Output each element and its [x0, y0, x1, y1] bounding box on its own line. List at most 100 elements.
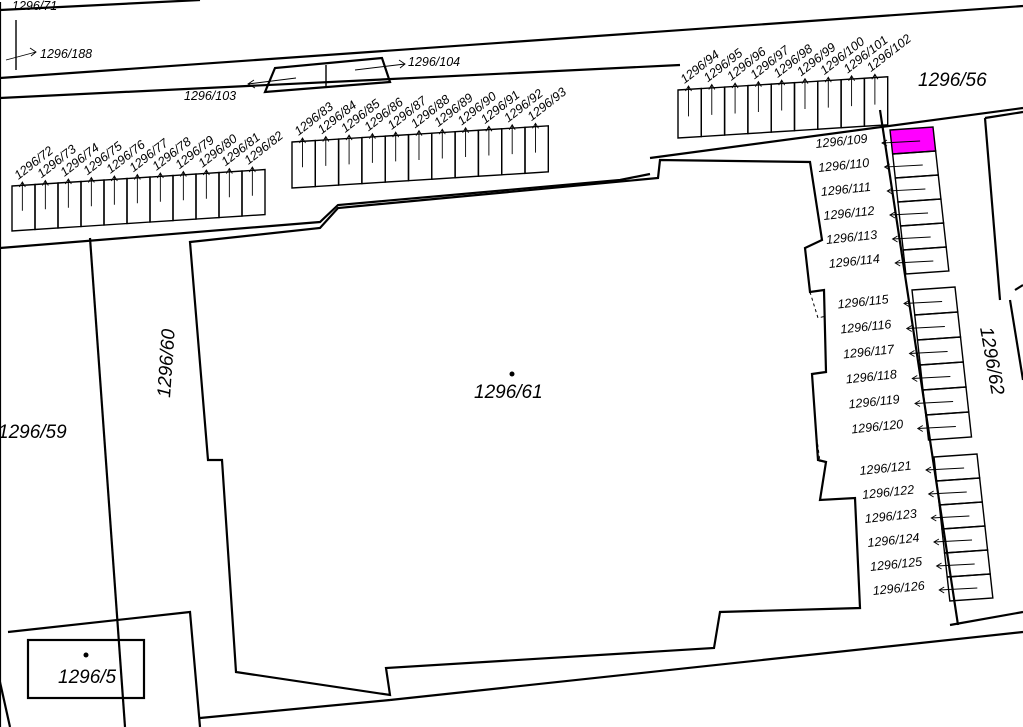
garage-parcel-a — [57, 180, 82, 229]
garage-arrow — [914, 400, 954, 407]
garage-parcel-c — [817, 78, 842, 130]
garage-parcel-a — [195, 171, 220, 220]
garage-parcel-a — [172, 173, 197, 222]
label-arrow-103: 1296/103 — [184, 89, 236, 103]
garage-parcel-e — [922, 386, 970, 416]
garage-parcel-b — [384, 133, 410, 183]
garage-arrow — [933, 538, 973, 546]
garage-label: 1296/123 — [864, 507, 917, 526]
garage-arrow — [415, 129, 423, 160]
garage-parcel-f — [941, 525, 989, 554]
garage-label: 1296/116 — [840, 317, 892, 336]
label-road-left: 1296/60 — [154, 328, 180, 398]
garage-arrow — [927, 490, 967, 498]
garage-label: 1296/119 — [848, 392, 900, 411]
garage-parcel-b — [291, 139, 316, 189]
garage-parcel-a — [218, 170, 243, 219]
garage-label: 1296/121 — [859, 459, 912, 478]
garage-label: 1296/114 — [828, 252, 880, 271]
garage-arrow — [41, 179, 49, 210]
garage-arrow — [87, 176, 95, 207]
garage-parcel-b — [454, 129, 480, 179]
garage-arrow — [64, 178, 72, 208]
parcel-1296-61-outline — [188, 158, 862, 697]
garage-parcel-a — [149, 174, 174, 223]
garage-parcel-c — [793, 80, 819, 132]
garage-arrow — [485, 125, 493, 156]
garage-parcel-b — [361, 135, 386, 185]
label-arrow-left: 1296/188 — [40, 47, 92, 61]
garage-parcel-b — [431, 130, 456, 180]
garage-parcel-a — [126, 176, 151, 225]
label-main-parcel: 1296/61 — [474, 382, 543, 403]
label-northeast-parcel: 1296/56 — [918, 70, 987, 91]
garage-label: 1296/113 — [825, 228, 877, 247]
garage-parcel-e — [911, 286, 959, 316]
garage-parcel-e — [924, 411, 973, 441]
garage-label: 1296/111 — [820, 180, 871, 199]
garage-parcel-c — [677, 87, 702, 139]
garage-parcel-f — [938, 501, 986, 530]
garage-parcel-d — [902, 246, 950, 275]
label-arrow-104: 1296/104 — [408, 55, 460, 69]
garage-parcel-c — [723, 84, 749, 136]
garage-parcel-b — [477, 128, 503, 178]
garage-arrow — [938, 586, 978, 594]
garage-parcel-d — [897, 198, 945, 227]
garage-arrow — [248, 166, 256, 196]
parcel-1296-5-outline — [26, 638, 146, 700]
garage-parcel-b — [524, 125, 549, 175]
garage-arrow — [731, 82, 739, 114]
garage-label: 1296/115 — [837, 292, 889, 311]
garage-parcel-d — [891, 150, 940, 179]
garage-parcel-c — [770, 81, 796, 133]
garage-arrow — [754, 80, 762, 112]
garage-parcel-d — [899, 222, 947, 251]
garage-parcel-a — [34, 182, 59, 231]
garage-label: 1296/110 — [817, 156, 869, 175]
garage-arrow — [871, 73, 879, 105]
garage-label: 1296/112 — [823, 204, 875, 223]
label-west-parcel: 1296/59 — [0, 422, 67, 443]
garage-parcel-c — [840, 77, 866, 129]
garage-arrow — [908, 350, 948, 357]
label-east-parcel: 1296/62 — [975, 325, 1008, 397]
garage-arrow — [886, 187, 926, 195]
garage-parcel-d — [889, 126, 937, 155]
garage-arrow — [225, 167, 233, 198]
garage-label: 1296/122 — [861, 483, 914, 502]
garage-arrow — [930, 514, 970, 522]
garage-label: 1296/117 — [842, 342, 895, 361]
garage-arrow — [110, 175, 118, 205]
garage-label: 1296/109 — [815, 132, 868, 151]
garage-parcel-b — [337, 136, 363, 186]
garage-arrow — [916, 425, 956, 432]
label-top-left-parcel: 1296/71 — [12, 0, 57, 13]
label-southwest-parcel: 1296/5 — [58, 667, 117, 688]
garage-arrow — [18, 181, 26, 211]
garage-parcel-f — [935, 477, 984, 506]
garage-arrow — [133, 173, 141, 204]
garage-arrow — [824, 76, 832, 108]
garage-parcel-f — [933, 453, 981, 482]
garage-parcel-a — [103, 177, 128, 226]
garage-arrow — [322, 135, 330, 166]
garage-parcel-c — [700, 86, 726, 138]
garage-arrow — [438, 128, 446, 159]
garage-arrow — [179, 170, 187, 201]
garage-label: 1296/125 — [869, 555, 922, 574]
garage-parcel-a — [11, 183, 36, 232]
garage-parcel-b — [314, 138, 340, 188]
garage-arrow — [299, 137, 306, 168]
garage-arrow — [532, 122, 539, 153]
garage-arrow — [903, 300, 943, 307]
garage-label: 1296/118 — [845, 367, 897, 386]
garage-parcel-e — [916, 336, 965, 366]
garage-arrow — [392, 131, 400, 162]
garage-parcel-d — [894, 174, 942, 203]
garage-arrow — [685, 85, 692, 117]
garage-parcel-b — [407, 132, 433, 182]
garage-parcel-a — [241, 168, 266, 217]
